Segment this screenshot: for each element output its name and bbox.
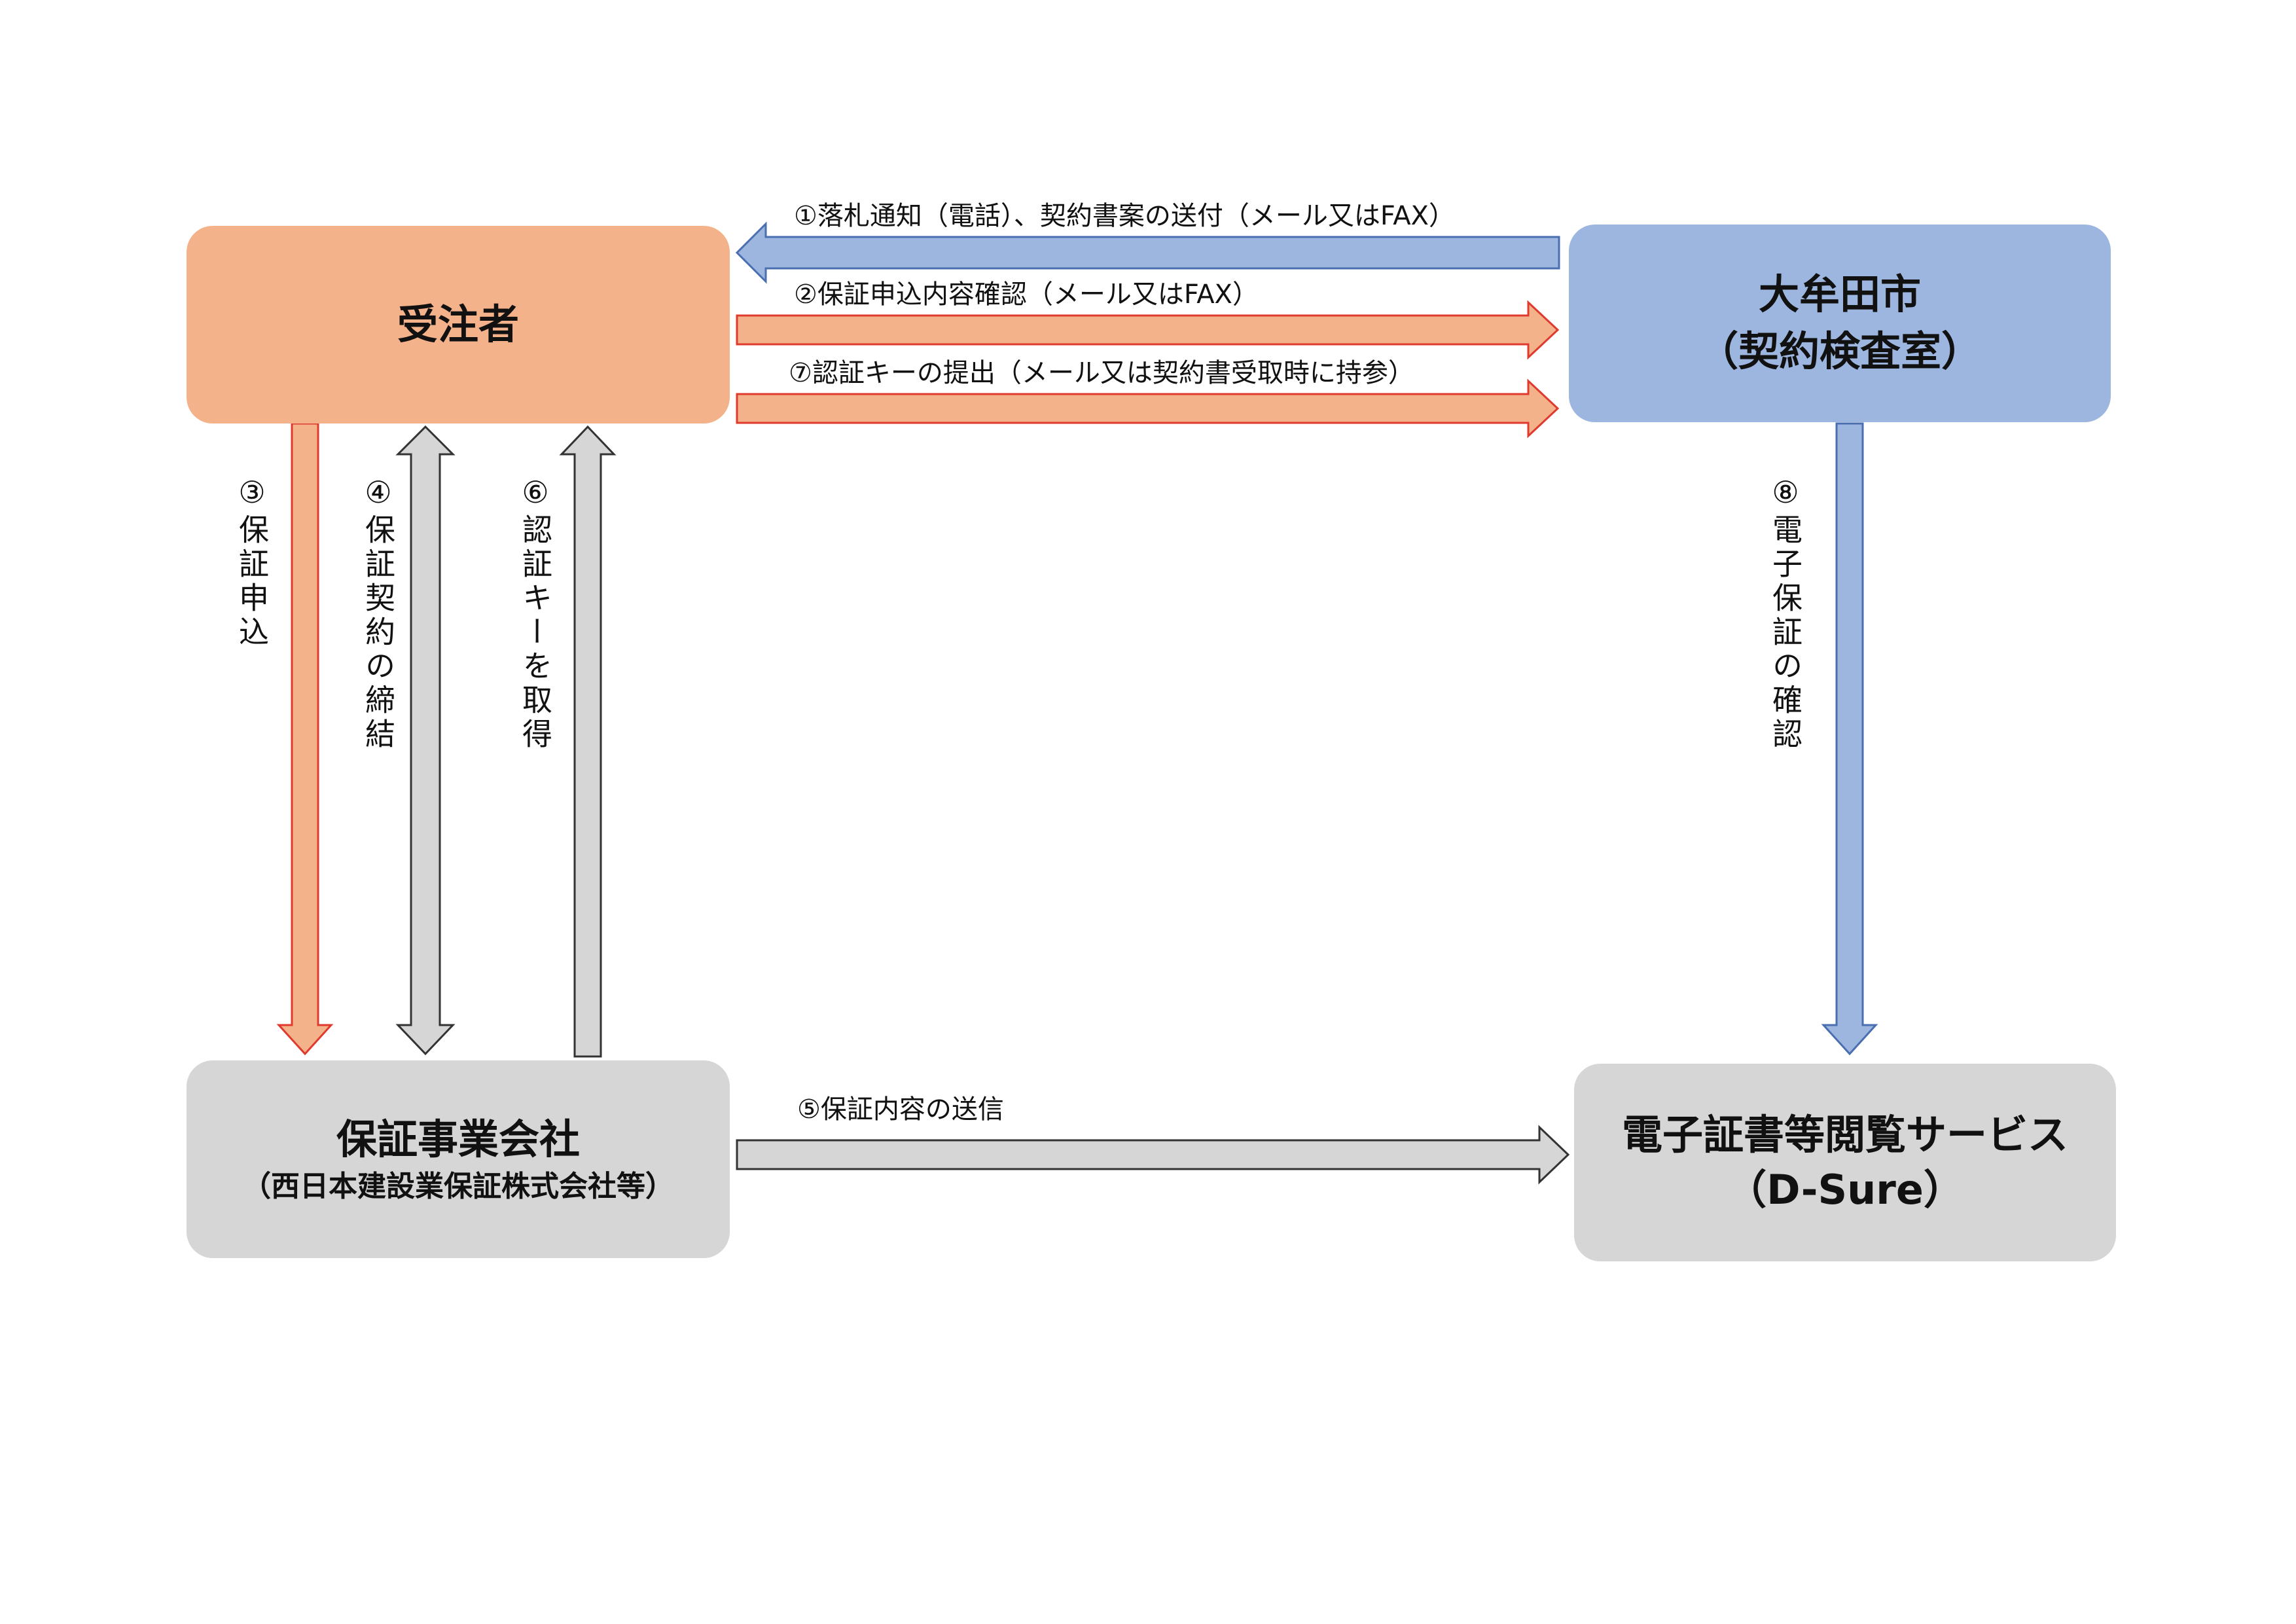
arrow-f1 (735, 221, 1560, 284)
arrow-f4 (395, 425, 456, 1056)
label-f6: ⑥認証キーを取得 (518, 475, 553, 752)
label-f2: ②保証申込内容確認（メール又はFAX） (794, 280, 1259, 310)
arrow-f3 (276, 422, 334, 1056)
arrow-f7 (736, 378, 1560, 439)
label-f7: ⑦認証キーの提出（メール又は契約書受取時に持参） (789, 358, 1414, 388)
node-contractor: 受注者 (187, 226, 730, 424)
node-contractor-title: 受注者 (397, 300, 519, 349)
arrow-f6 (559, 425, 617, 1058)
label-f8: ⑧電子保証の確認 (1768, 475, 1803, 752)
node-guarantor-title: 保証事業会社 (336, 1115, 580, 1164)
arrow-f8 (1821, 422, 1878, 1056)
arrow-f5 (736, 1125, 1570, 1185)
node-guarantor: 保証事業会社 （西日本建設業保証株式会社等） (187, 1060, 730, 1258)
node-city: 大牟田市 （契約検査室） (1569, 225, 2111, 422)
node-dsure-title: 電子証書等閲覧サービス (1621, 1111, 2068, 1159)
label-f4: ④保証契約の締結 (361, 475, 396, 752)
node-dsure: 電子証書等閲覧サービス （D-Sure） (1574, 1064, 2116, 1261)
node-guarantor-subtitle: （西日本建設業保証株式会社等） (242, 1170, 674, 1204)
label-f1: ①落札通知（電話）、契約書案の送付（メール又はFAX） (794, 201, 1455, 231)
node-city-title: 大牟田市 (1758, 270, 1921, 319)
label-f5: ⑤保証内容の送信 (797, 1094, 1004, 1125)
node-dsure-subtitle: （D-Sure） (1726, 1166, 1964, 1214)
label-f3: ③保証申込 (234, 475, 270, 650)
node-city-subtitle: （契約検査室） (1697, 327, 1982, 375)
arrow-f2 (736, 300, 1560, 360)
